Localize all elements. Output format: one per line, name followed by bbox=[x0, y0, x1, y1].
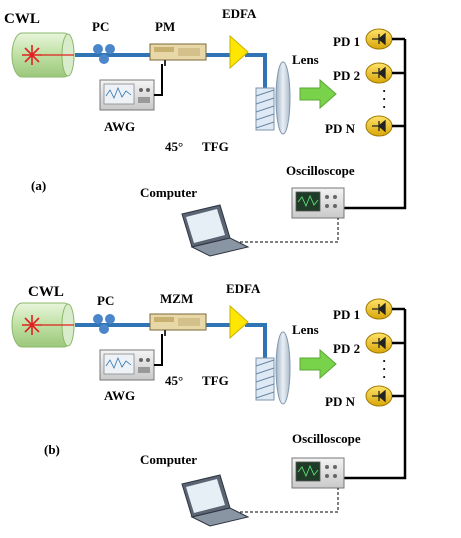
ellipsis-dot: · bbox=[382, 369, 386, 384]
pd1-label: PD 1 bbox=[333, 307, 360, 322]
edfa-label: EDFA bbox=[222, 6, 257, 21]
pc-label: PC bbox=[92, 19, 109, 34]
cwl-label: CWL bbox=[4, 11, 40, 27]
cwl-label: CWL bbox=[28, 284, 64, 300]
panel-caption: (a) bbox=[31, 178, 46, 193]
awg-label: AWG bbox=[104, 388, 135, 403]
lens-label: Lens bbox=[292, 322, 319, 337]
panel-caption: (b) bbox=[44, 442, 60, 457]
awg-label: AWG bbox=[104, 119, 135, 134]
pc-label: PC bbox=[97, 293, 114, 308]
pd2-label: PD 2 bbox=[333, 68, 360, 83]
edfa-label: EDFA bbox=[226, 281, 261, 296]
lens-label: Lens bbox=[292, 52, 319, 67]
computer-label: Computer bbox=[140, 185, 197, 200]
ellipsis-dot: · bbox=[382, 361, 386, 376]
modulator-label: MZM bbox=[160, 291, 193, 306]
grating-label: TFG bbox=[202, 373, 229, 388]
grating-label: TFG bbox=[202, 139, 229, 154]
angle-label: 45° bbox=[165, 139, 183, 154]
pdn-label: PD N bbox=[325, 394, 356, 409]
ellipsis-dot: · bbox=[382, 353, 386, 368]
oscilloscope-label: Oscilloscope bbox=[292, 431, 361, 446]
panel-b: CWL PC MZM EDFA Lens TFG 45° AWG Oscillo… bbox=[10, 281, 407, 528]
pd2-label: PD 2 bbox=[333, 341, 360, 356]
modulator-label: PM bbox=[155, 19, 175, 34]
panel-a: CWL PC PM EDFA Lens TFG 45° AWG Oscillos… bbox=[4, 6, 407, 258]
ellipsis-dot: · bbox=[382, 83, 386, 98]
pd1-label: PD 1 bbox=[333, 34, 360, 49]
computer-label: Computer bbox=[140, 452, 197, 467]
oscilloscope-label: Oscilloscope bbox=[286, 163, 355, 178]
ellipsis-dot: · bbox=[382, 91, 386, 106]
angle-label: 45° bbox=[165, 373, 183, 388]
ellipsis-dot: · bbox=[382, 99, 386, 114]
pdn-label: PD N bbox=[325, 121, 356, 136]
